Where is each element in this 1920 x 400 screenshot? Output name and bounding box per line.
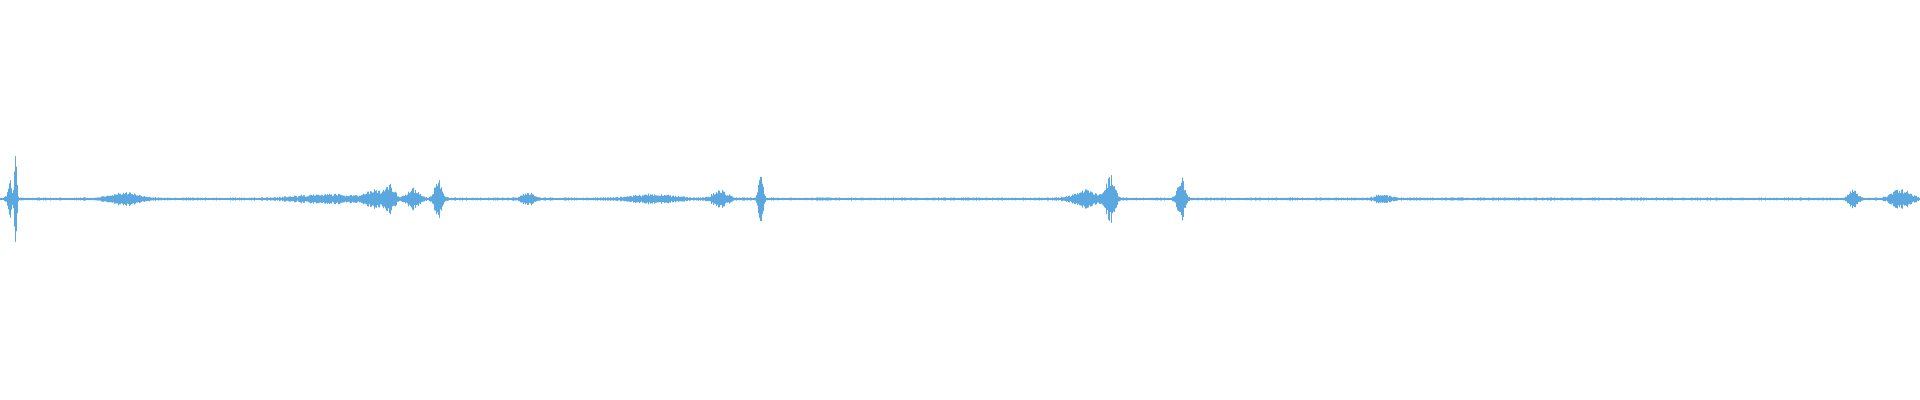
waveform-bars <box>0 156 1920 242</box>
